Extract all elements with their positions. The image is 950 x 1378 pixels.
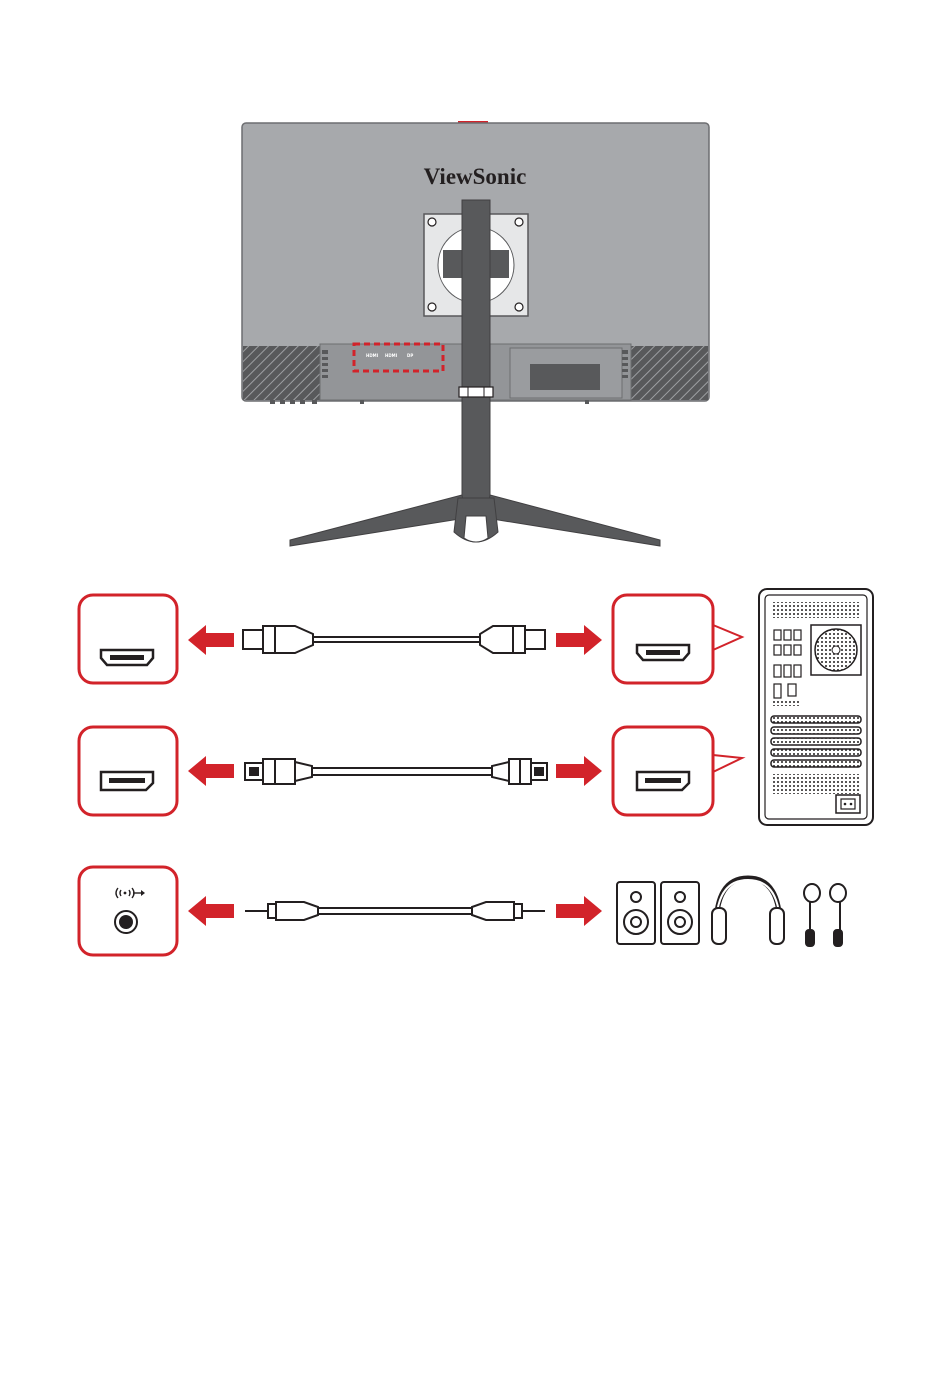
headphones-icon <box>712 878 784 944</box>
callout-pointer <box>713 625 742 650</box>
arrow-left-icon <box>188 625 234 655</box>
hdmi-connection-row <box>79 595 742 683</box>
arrow-right-icon <box>556 756 602 786</box>
speaker-icon <box>661 882 699 944</box>
port-label-2: HDMI <box>366 353 379 358</box>
pc-hdmi-port-box <box>613 595 713 683</box>
callout-pointer <box>713 755 742 772</box>
audio-cable <box>245 902 545 920</box>
port-label-3: HDMI <box>385 353 398 358</box>
displayport-cable <box>245 759 547 784</box>
port-label-4: DP <box>407 353 413 358</box>
arrow-right-icon <box>556 896 602 926</box>
desktop-pc-icon <box>759 589 873 825</box>
cable-clip <box>459 387 493 397</box>
earphones-icon <box>804 884 846 946</box>
arrow-right-icon <box>556 625 602 655</box>
stand-leg-left <box>290 495 466 546</box>
hdmi-cable <box>243 626 545 653</box>
displayport-connection-row <box>79 727 742 815</box>
brand-logo: ViewSonic <box>424 164 527 189</box>
monitor-hdmi-port-box <box>79 595 177 683</box>
audio-connection-row <box>79 867 846 955</box>
left-vent <box>243 346 320 400</box>
speaker-icon <box>617 882 655 944</box>
stand-neck <box>462 200 490 520</box>
monitor-rear-view: HDMI HDMI DP ViewSonic <box>242 121 709 546</box>
power-input-recess <box>530 364 600 390</box>
arrow-left-icon <box>188 896 234 926</box>
right-vent <box>631 346 708 400</box>
arrow-left-icon <box>188 756 234 786</box>
stand-leg-right <box>486 495 660 546</box>
